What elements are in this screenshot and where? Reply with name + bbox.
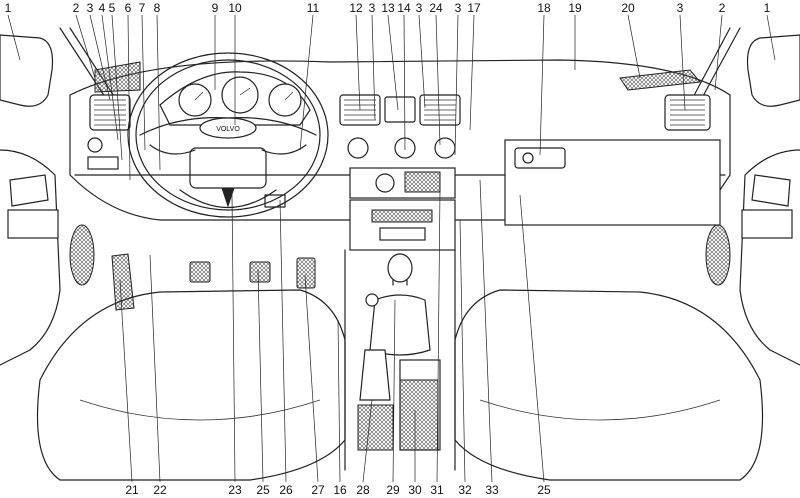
steering-badge: VOLVO — [216, 126, 240, 133]
leader-line — [539, 14, 545, 156]
callout-number: 33 — [485, 483, 499, 497]
leader-line — [766, 14, 776, 61]
right-air-vent — [664, 94, 711, 131]
left-door-panel — [0, 149, 95, 366]
pedals — [111, 253, 316, 311]
leader-line — [387, 14, 399, 111]
leader-line — [149, 254, 161, 483]
leader-line — [627, 14, 641, 79]
leader-line — [355, 14, 361, 111]
callout-number: 1 — [5, 1, 12, 15]
leader-line — [392, 299, 396, 483]
leader-line — [127, 14, 131, 181]
callout-number: 3 — [677, 1, 684, 15]
callout-number: 9 — [212, 1, 219, 15]
steering-wheel: VOLVO — [127, 52, 329, 218]
leader-line — [304, 274, 319, 483]
left-air-vent — [87, 94, 131, 170]
callout-number: 3 — [416, 1, 423, 15]
callout-number: 1 — [764, 1, 771, 15]
leader-line — [371, 14, 376, 121]
callout-number: 26 — [279, 483, 293, 497]
callout-number: 32 — [458, 483, 472, 497]
leader-line — [403, 14, 406, 151]
callout-number: 11 — [307, 1, 320, 15]
callout-number: 22 — [153, 483, 167, 497]
right-door-panel — [705, 149, 800, 366]
leader-line — [519, 194, 545, 483]
leader-line — [299, 14, 314, 151]
leader-line — [362, 399, 373, 483]
callout-number: 8 — [154, 1, 161, 15]
callout-number: 17 — [467, 1, 481, 15]
left-speaker-grille — [94, 61, 141, 93]
callout-number: 25 — [537, 483, 551, 497]
leader-line — [257, 269, 264, 483]
leader-line — [479, 179, 493, 483]
callout-number: 27 — [311, 483, 325, 497]
leader-line — [279, 199, 287, 483]
leader-line — [101, 14, 119, 141]
callout-number: 5 — [109, 1, 116, 15]
leader-line — [454, 14, 459, 156]
callout-number: 14 — [397, 1, 411, 15]
leader-line — [111, 14, 123, 161]
callout-number: 6 — [125, 1, 132, 15]
callout-number: 25 — [256, 483, 270, 497]
leader-line — [141, 14, 146, 151]
handbrake — [357, 349, 441, 451]
left-side-mirror — [0, 34, 54, 107]
callout-number: 2 — [73, 1, 80, 15]
callout-number: 7 — [139, 1, 146, 15]
callout-number: 13 — [381, 1, 395, 15]
leader-line — [75, 14, 96, 79]
callout-number: 28 — [356, 483, 370, 497]
leader-line — [231, 194, 236, 483]
leader-line — [679, 14, 686, 111]
callout-number: 23 — [228, 483, 242, 497]
callout-number: 21 — [125, 483, 139, 497]
leader-line — [469, 14, 475, 131]
callout-number: 31 — [430, 483, 444, 497]
leader-line — [156, 14, 161, 171]
callout-number: 29 — [386, 483, 400, 497]
leader-line — [418, 14, 426, 109]
callout-number: 16 — [333, 483, 347, 497]
leader-line — [337, 319, 341, 483]
callout-number: 10 — [228, 1, 242, 15]
glove-box — [504, 139, 721, 226]
callout-number: 20 — [621, 1, 635, 15]
callout-number: 19 — [568, 1, 582, 15]
callout-number: 3 — [455, 1, 462, 15]
callout-number: 2 — [719, 1, 726, 15]
leader-line — [7, 14, 21, 61]
right-side-mirror — [746, 34, 800, 107]
callout-number: 18 — [537, 1, 551, 15]
leader-line — [436, 189, 441, 483]
leader-line — [435, 14, 441, 146]
leader-line — [459, 219, 466, 483]
callout-number: 12 — [349, 1, 363, 15]
bottom-callouts: 21 22 23 25 26 27 16 28 29 30 31 32 33 25 — [119, 179, 551, 497]
callout-number: 3 — [369, 1, 376, 15]
passenger-airbag-vent — [619, 69, 701, 91]
leader-line — [119, 279, 133, 483]
callout-number: 30 — [408, 483, 422, 497]
leader-line — [89, 14, 111, 101]
center-console — [339, 94, 461, 251]
leader-line — [714, 14, 723, 91]
seats — [36, 289, 764, 481]
callout-number: 3 — [87, 1, 94, 15]
callout-number: 4 — [99, 1, 106, 15]
callout-number: 24 — [429, 1, 443, 15]
